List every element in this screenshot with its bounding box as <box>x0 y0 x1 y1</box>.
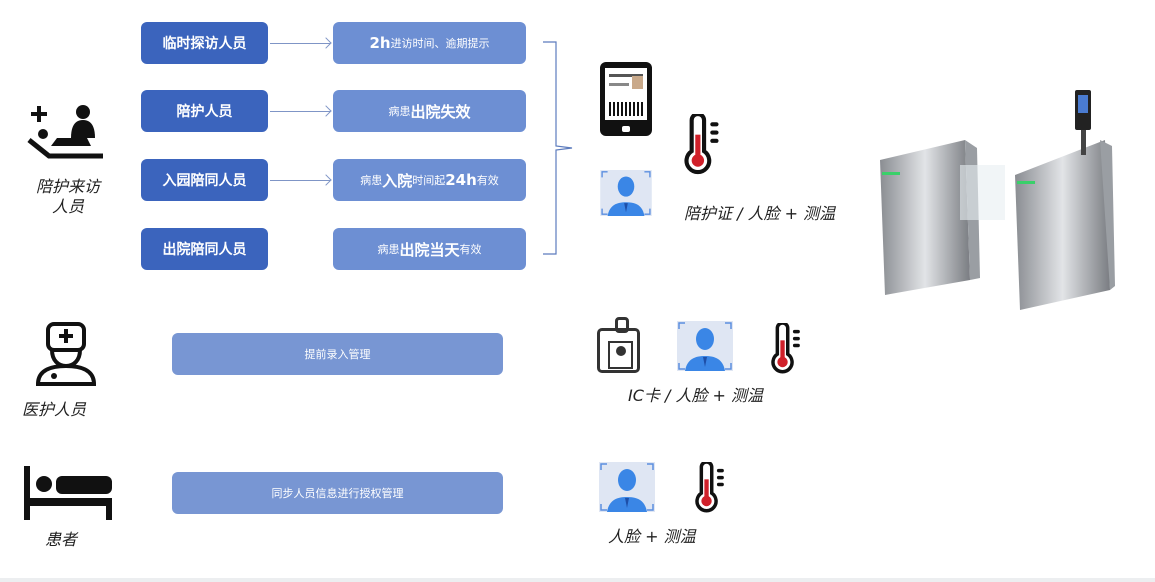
rule-bold: 2h <box>369 34 391 52</box>
visitors-label: 陪护来访人员 <box>35 177 100 216</box>
patient-method: 人脸 + 测温 <box>608 527 696 546</box>
patient-label: 患者 <box>45 530 78 549</box>
medical-label: 医护人员 <box>22 400 87 419</box>
medical-process: 提前录入管理 <box>172 333 503 375</box>
rule-text: 时间起 <box>412 174 446 187</box>
rule-text: 病患 <box>388 105 411 118</box>
ic-card-badge-icon <box>597 317 640 373</box>
thermometer-icon <box>692 462 728 514</box>
type-temp-visitor: 临时探访人员 <box>141 22 268 64</box>
visitors-method: 陪护证 / 人脸 + 测温 <box>684 204 836 223</box>
rule-bold: 24h <box>445 171 477 189</box>
thermometer-icon <box>680 114 724 176</box>
turnstile-gate-image <box>880 90 1115 310</box>
rule-text: 有效 <box>459 243 482 256</box>
face-recognition-icon <box>598 462 656 512</box>
face-recognition-icon <box>677 320 733 372</box>
type-caregiver: 陪护人员 <box>141 90 268 132</box>
type-discharge-companion: 出院陪同人员 <box>141 228 268 270</box>
medical-method: IC卡 / 人脸 + 测温 <box>628 386 764 405</box>
arrow <box>270 43 330 44</box>
bracket <box>543 41 573 255</box>
doctor-icon <box>35 322 97 386</box>
caregiver-icon <box>25 102 107 166</box>
rule-bold: 出院当天 <box>399 240 460 259</box>
rule-bold: 出院失效 <box>410 102 471 121</box>
rule-text: 有效 <box>476 174 499 187</box>
arrow <box>270 111 330 112</box>
thermometer-icon <box>768 323 804 375</box>
rule-discharge-companion: 病患出院当天有效 <box>333 228 526 270</box>
pass-phone-icon <box>600 62 652 136</box>
face-recognition-icon <box>600 170 652 216</box>
rule-text: 进访时间、逾期提示 <box>390 37 490 50</box>
rule-text: 病患 <box>360 174 383 187</box>
bed-icon <box>24 466 112 520</box>
rule-bold: 入院 <box>382 171 413 190</box>
arrow <box>270 180 330 181</box>
rule-caregiver: 病患出院失效 <box>333 90 526 132</box>
bottom-divider <box>0 578 1155 582</box>
patient-process: 同步人员信息进行授权管理 <box>172 472 503 514</box>
type-admission-companion: 入园陪同人员 <box>141 159 268 201</box>
rule-text: 病患 <box>377 243 400 256</box>
